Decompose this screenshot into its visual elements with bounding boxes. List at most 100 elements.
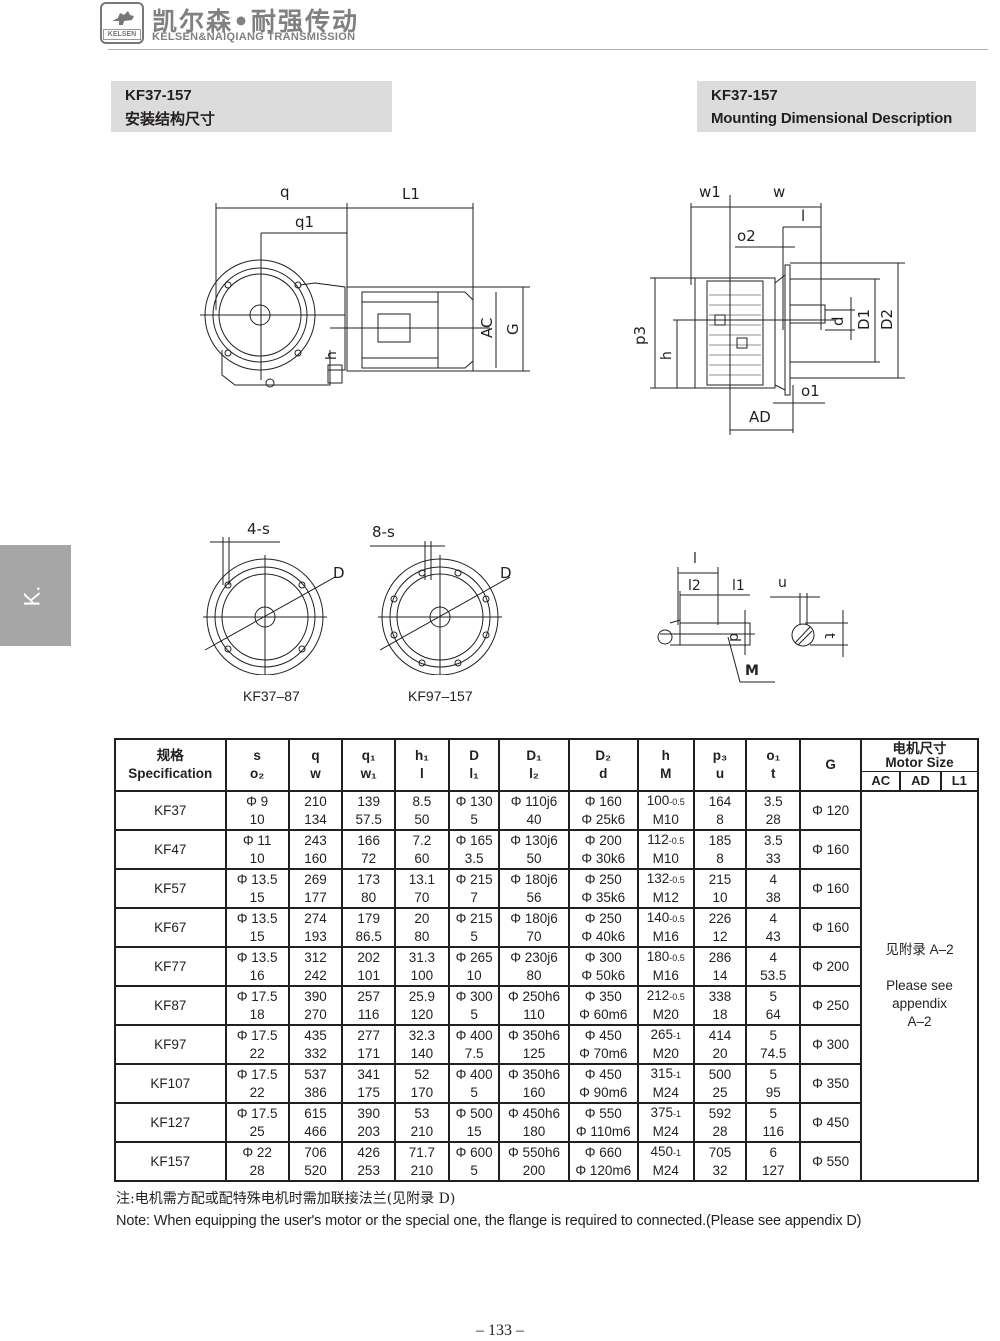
dim-p3: p3 — [631, 326, 649, 345]
dim-h: h — [324, 351, 340, 360]
tolerance: -0.5 — [669, 953, 685, 963]
cell-G: Φ 250 — [799, 985, 863, 1026]
dim-d: d — [726, 633, 742, 642]
note-cn: 注:电机需方配或配特殊电机时需加联接法兰(见附录 D) — [116, 1191, 456, 1207]
logo-text: KELSEN — [103, 29, 141, 40]
tolerance: -1 — [673, 1148, 682, 1158]
cell-G: Φ 350 — [799, 1063, 863, 1104]
dim-l2: l2 — [688, 578, 701, 594]
flange-8-hole-drawing: 8-s D — [370, 515, 512, 675]
dim-D2: D2 — [878, 309, 896, 330]
cell-model: KF127 — [114, 1102, 227, 1143]
brand-logo: KELSEN — [100, 2, 144, 44]
dim-t: t — [821, 633, 837, 639]
cell-G: Φ 200 — [799, 946, 863, 987]
flange-8-caption: KF97–157 — [408, 688, 473, 704]
section-side-tab[interactable]: K. — [0, 545, 71, 646]
cell-G: Φ 160 — [799, 907, 863, 948]
cell-model: KF37 — [114, 790, 227, 831]
cell-model: KF47 — [114, 829, 227, 870]
section-subtitle-en: Mounting Dimensional Description — [711, 110, 953, 127]
cell-G: Φ 450 — [799, 1102, 863, 1143]
dim-D1: D1 — [855, 309, 873, 330]
tolerance: -0.5 — [669, 875, 685, 885]
tolerance: -1 — [673, 1070, 682, 1080]
hole-count-label: 8-s — [372, 523, 395, 541]
diameter-label: D — [333, 564, 345, 582]
table-subheader-row: AC AD L1 — [115, 771, 980, 792]
dim-M: M — [745, 663, 759, 679]
dim-L1: L1 — [402, 185, 420, 203]
tolerance: -0.5 — [668, 836, 685, 846]
hole-count-label: 4-s — [247, 520, 270, 538]
side-view-drawing: q L1 q1 AC G h — [190, 175, 540, 405]
flange-4-hole-drawing: 4-s D — [195, 515, 345, 675]
dim-w: w — [773, 183, 785, 201]
cell-model: KF97 — [114, 1024, 227, 1065]
tolerance: -1 — [673, 1109, 682, 1119]
dim-h: h — [659, 351, 675, 360]
flange-4-caption: KF37–87 — [243, 688, 300, 704]
